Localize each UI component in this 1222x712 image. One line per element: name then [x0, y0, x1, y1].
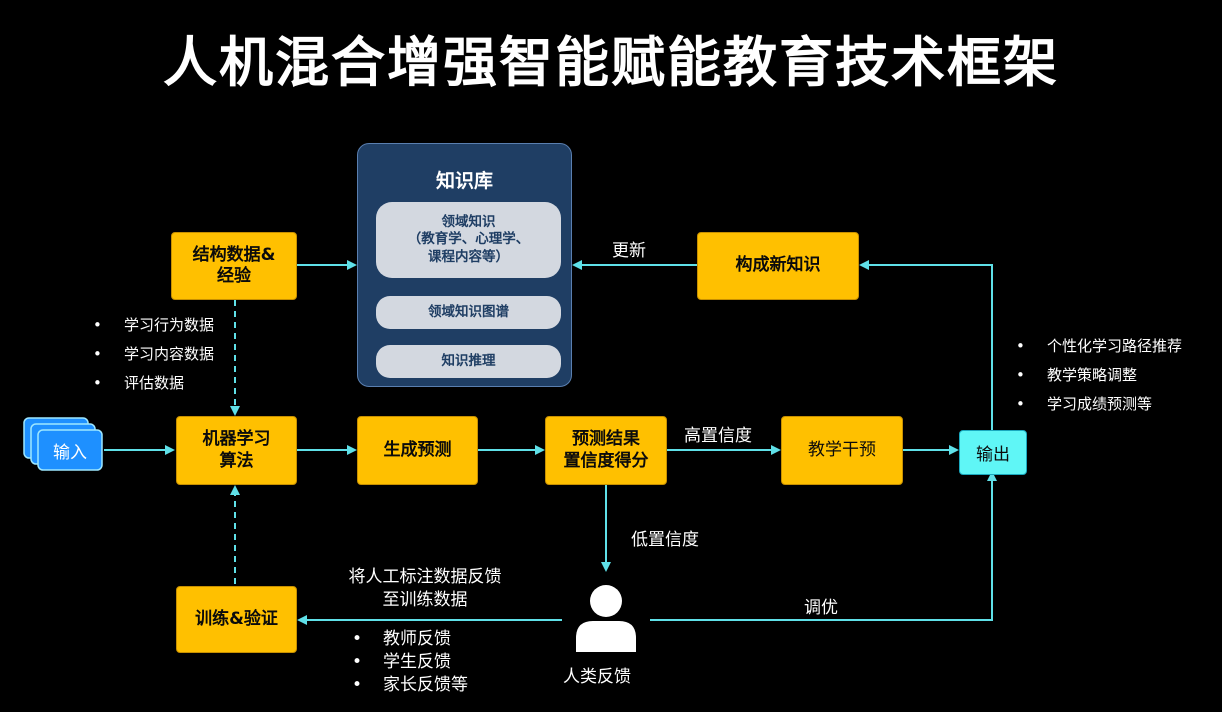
- feedback-to-training-label: 将人工标注数据反馈 至训练数据: [348, 567, 502, 610]
- list-item: 家长反馈等: [352, 674, 468, 697]
- output-bullet-list: 个性化学习路径推荐 教学策略调整 学习成绩预测等: [1016, 332, 1182, 419]
- page-title: 人机混合增强智能赋能教育技术框架: [163, 31, 1059, 94]
- teaching-intervention-box: 教学干预: [781, 416, 903, 485]
- kb-domain-knowledge: 领域知识 （教育学、心理学、 课程内容等）: [376, 202, 561, 278]
- arrow-output-to-newknowledge: [859, 260, 993, 430]
- arrow-human-to-output: [650, 471, 997, 621]
- knowledge-base-panel: 知识库 领域知识 （教育学、心理学、 课程内容等） 领域知识图谱 知识推理: [357, 143, 572, 387]
- input-icon-stack: [23, 417, 103, 471]
- tune-label: 调优: [804, 598, 838, 618]
- new-knowledge-box: 构成新知识: [697, 232, 859, 300]
- input-label: 输入: [53, 443, 87, 463]
- list-item: 个性化学习路径推荐: [1016, 332, 1182, 361]
- low-confidence-label: 低置信度: [631, 530, 699, 550]
- list-item: 评估数据: [93, 369, 214, 398]
- feedback-bullet-list: 教师反馈 学生反馈 家长反馈等: [352, 628, 468, 697]
- list-item: 学习行为数据: [93, 311, 214, 340]
- update-label: 更新: [612, 241, 646, 261]
- prediction-score-box: 预测结果置信度得分: [545, 416, 667, 485]
- kb-knowledge-graph: 领域知识图谱: [376, 296, 561, 329]
- human-feedback-label: 人类反馈: [563, 667, 631, 687]
- knowledge-base-title: 知识库: [435, 170, 493, 192]
- list-item: 教学策略调整: [1016, 361, 1182, 390]
- ml-algorithm-box: 机器学习算法: [176, 416, 297, 485]
- person-icon: [576, 585, 636, 652]
- list-item: 学习内容数据: [93, 340, 214, 369]
- list-item: 学生反馈: [352, 651, 468, 674]
- generate-prediction-box: 生成预测: [357, 416, 478, 485]
- output-box: 输出: [959, 430, 1027, 475]
- kb-knowledge-reasoning: 知识推理: [376, 345, 561, 378]
- list-item: 学习成绩预测等: [1016, 390, 1182, 419]
- train-validate-box: 训练&验证: [176, 586, 297, 653]
- high-confidence-label: 高置信度: [684, 426, 752, 446]
- structured-data-box: 结构数据&经验: [171, 232, 297, 300]
- data-bullet-list: 学习行为数据 学习内容数据 评估数据: [93, 311, 214, 398]
- list-item: 教师反馈: [352, 628, 468, 651]
